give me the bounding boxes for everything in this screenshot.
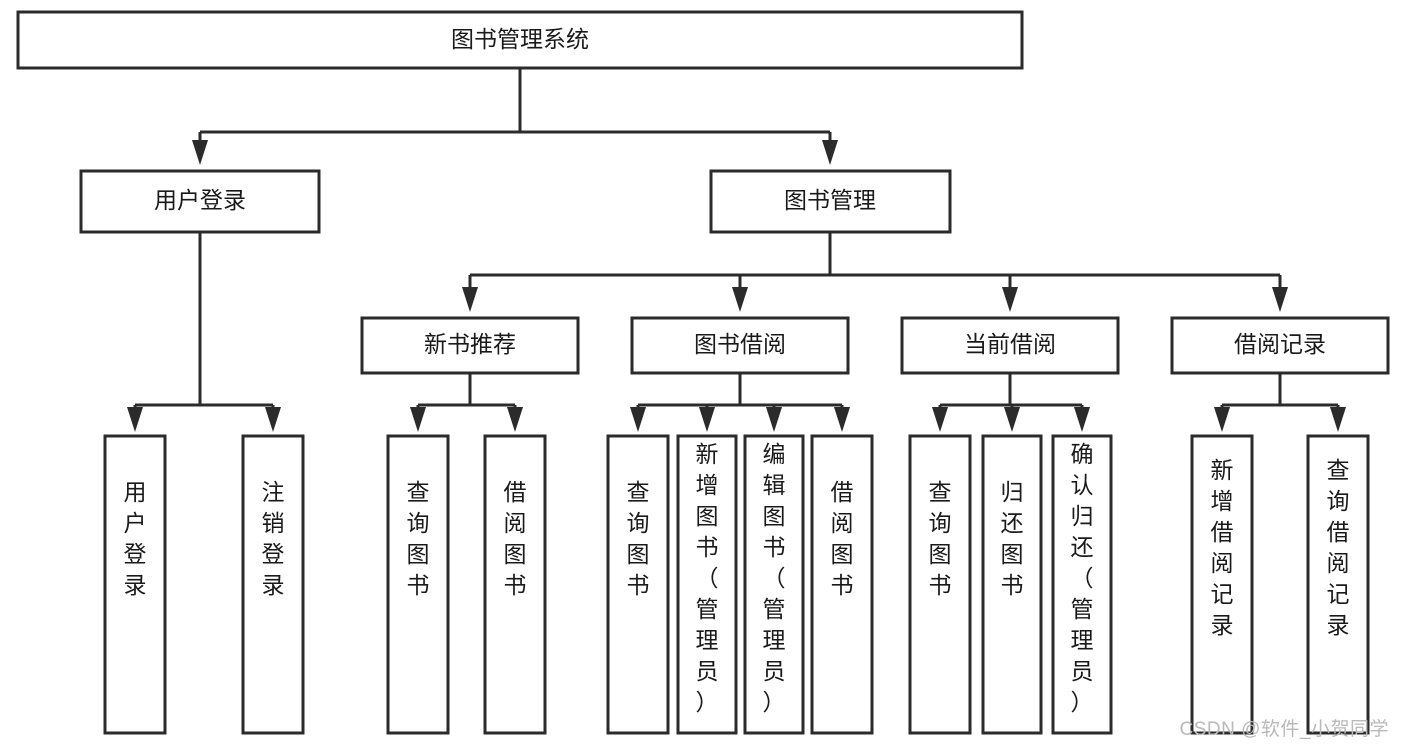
node-leaf-user-login-box[interactable]	[103, 434, 167, 735]
node-leaf-query-borrow-record-label: 查询借阅记录	[1327, 457, 1350, 638]
node-leaf-query-book-rec-label: 查询图书	[407, 479, 430, 598]
node-leaf-confirm-return-admin[interactable]: 确认归还（管理员）	[1051, 434, 1113, 735]
node-leaf-query-book-cur[interactable]: 查询图书	[908, 434, 972, 735]
node-leaf-query-borrow-record[interactable]: 查询借阅记录	[1306, 434, 1370, 735]
arrowhead-book-manage	[822, 140, 838, 165]
node-user-login-label: 用户登录	[154, 187, 246, 213]
node-leaf-borrow-book-rec-box[interactable]	[483, 434, 547, 735]
node-leaf-query-book-borrow-box[interactable]	[606, 434, 670, 735]
node-leaf-confirm-return-admin-box[interactable]	[1051, 434, 1113, 735]
node-borrow-record-box[interactable]	[1170, 316, 1390, 375]
node-book-borrow[interactable]: 图书借阅	[630, 316, 850, 375]
arrowhead-leaf-borrow-book-rec	[507, 407, 523, 432]
arrowhead-borrow-record	[1272, 287, 1288, 312]
connector-group-new-book-recommend	[410, 373, 523, 432]
arrowhead-leaf-query-book-cur	[932, 407, 948, 432]
node-leaf-add-book-admin-label: 新增图书（管理员）	[696, 441, 719, 715]
node-book-manage-label: 图书管理	[784, 187, 876, 213]
node-leaf-borrow-book-box[interactable]	[810, 434, 874, 735]
arrowhead-user-login	[192, 140, 208, 165]
node-new-book-recommend[interactable]: 新书推荐	[360, 316, 580, 375]
connector-group-borrow-record	[1214, 373, 1346, 432]
node-book-manage-box[interactable]	[709, 169, 952, 234]
connector-group-book-manage	[462, 232, 1288, 312]
node-leaf-confirm-return-admin-label: 确认归还（管理员）	[1071, 441, 1094, 715]
node-leaf-query-book-rec[interactable]: 查询图书	[386, 434, 450, 735]
node-leaf-return-book-box[interactable]	[981, 434, 1043, 735]
connector-group-current-borrow	[932, 373, 1090, 432]
node-book-borrow-label: 图书借阅	[694, 331, 786, 357]
node-new-book-recommend-label: 新书推荐	[424, 331, 516, 357]
node-leaf-edit-book-admin[interactable]: 编辑图书（管理员）	[743, 434, 805, 735]
node-leaf-edit-book-admin-label: 编辑图书（管理员）	[763, 441, 786, 715]
node-leaf-query-book-rec-box[interactable]	[386, 434, 450, 735]
arrowhead-leaf-user-login	[127, 407, 143, 432]
node-user-login[interactable]: 用户登录	[79, 169, 321, 234]
arrowhead-current-borrow	[1002, 287, 1018, 312]
node-root-label: 图书管理系统	[451, 26, 589, 52]
node-leaf-query-book-cur-box[interactable]	[908, 434, 972, 735]
node-book-borrow-box[interactable]	[630, 316, 850, 375]
node-leaf-add-book-admin[interactable]: 新增图书（管理员）	[676, 434, 738, 735]
node-leaf-user-login-label: 用户登录	[124, 479, 147, 598]
node-leaf-return-book-label: 归还图书	[1001, 479, 1024, 598]
node-root-box[interactable]	[16, 10, 1024, 70]
node-current-borrow-box[interactable]	[900, 316, 1120, 375]
node-leaf-return-book[interactable]: 归还图书	[981, 434, 1043, 735]
node-leaf-edit-book-admin-box[interactable]	[743, 434, 805, 735]
node-leaf-add-borrow-record-label: 新增借阅记录	[1211, 457, 1234, 638]
node-book-manage[interactable]: 图书管理	[709, 169, 952, 234]
arrowhead-leaf-borrow-book	[834, 407, 850, 432]
node-leaf-query-book-cur-label: 查询图书	[929, 479, 952, 598]
node-root[interactable]: 图书管理系统	[16, 10, 1024, 70]
csdn-watermark: CSDN @软件_小贺同学	[1179, 719, 1389, 740]
node-leaf-user-logout[interactable]: 注销登录	[241, 434, 305, 735]
node-leaf-add-book-admin-box[interactable]	[676, 434, 738, 735]
node-leaf-query-book-borrow-label: 查询图书	[627, 479, 650, 598]
arrowhead-leaf-query-book-rec	[410, 407, 426, 432]
arrowhead-leaf-confirm-return-admin	[1074, 407, 1090, 432]
node-leaf-user-logout-label: 注销登录	[262, 479, 285, 598]
arrowhead-book-borrow	[732, 287, 748, 312]
node-user-login-box[interactable]	[79, 169, 321, 234]
node-new-book-recommend-box[interactable]	[360, 316, 580, 375]
node-leaf-query-book-borrow[interactable]: 查询图书	[606, 434, 670, 735]
node-leaf-user-logout-box[interactable]	[241, 434, 305, 735]
arrowhead-leaf-user-logout	[265, 407, 281, 432]
connector-group-root	[192, 68, 838, 165]
arrowhead-leaf-edit-book-admin	[766, 407, 782, 432]
arrowhead-new-book-recommend	[462, 287, 478, 312]
node-leaf-borrow-book-rec-label: 借阅图书	[504, 479, 527, 598]
node-leaf-query-borrow-record-box[interactable]	[1306, 434, 1370, 735]
node-current-borrow[interactable]: 当前借阅	[900, 316, 1120, 375]
connector-group-user-login	[127, 232, 281, 432]
arrowhead-leaf-query-borrow-record	[1330, 407, 1346, 432]
node-leaf-borrow-book-rec[interactable]: 借阅图书	[483, 434, 547, 735]
connector-group-book-borrow	[630, 373, 850, 432]
node-leaf-add-borrow-record[interactable]: 新增借阅记录	[1190, 434, 1254, 735]
arrowhead-leaf-query-book-borrow	[630, 407, 646, 432]
node-current-borrow-label: 当前借阅	[964, 331, 1056, 357]
node-leaf-user-login[interactable]: 用户登录	[103, 434, 167, 735]
node-leaf-add-borrow-record-box[interactable]	[1190, 434, 1254, 735]
node-borrow-record-label: 借阅记录	[1234, 331, 1326, 357]
arrowhead-leaf-return-book	[1004, 407, 1020, 432]
arrowhead-leaf-add-borrow-record	[1214, 407, 1230, 432]
node-leaf-borrow-book[interactable]: 借阅图书	[810, 434, 874, 735]
node-borrow-record[interactable]: 借阅记录	[1170, 316, 1390, 375]
arrowhead-leaf-add-book-admin	[699, 407, 715, 432]
node-leaf-borrow-book-label: 借阅图书	[831, 479, 854, 598]
